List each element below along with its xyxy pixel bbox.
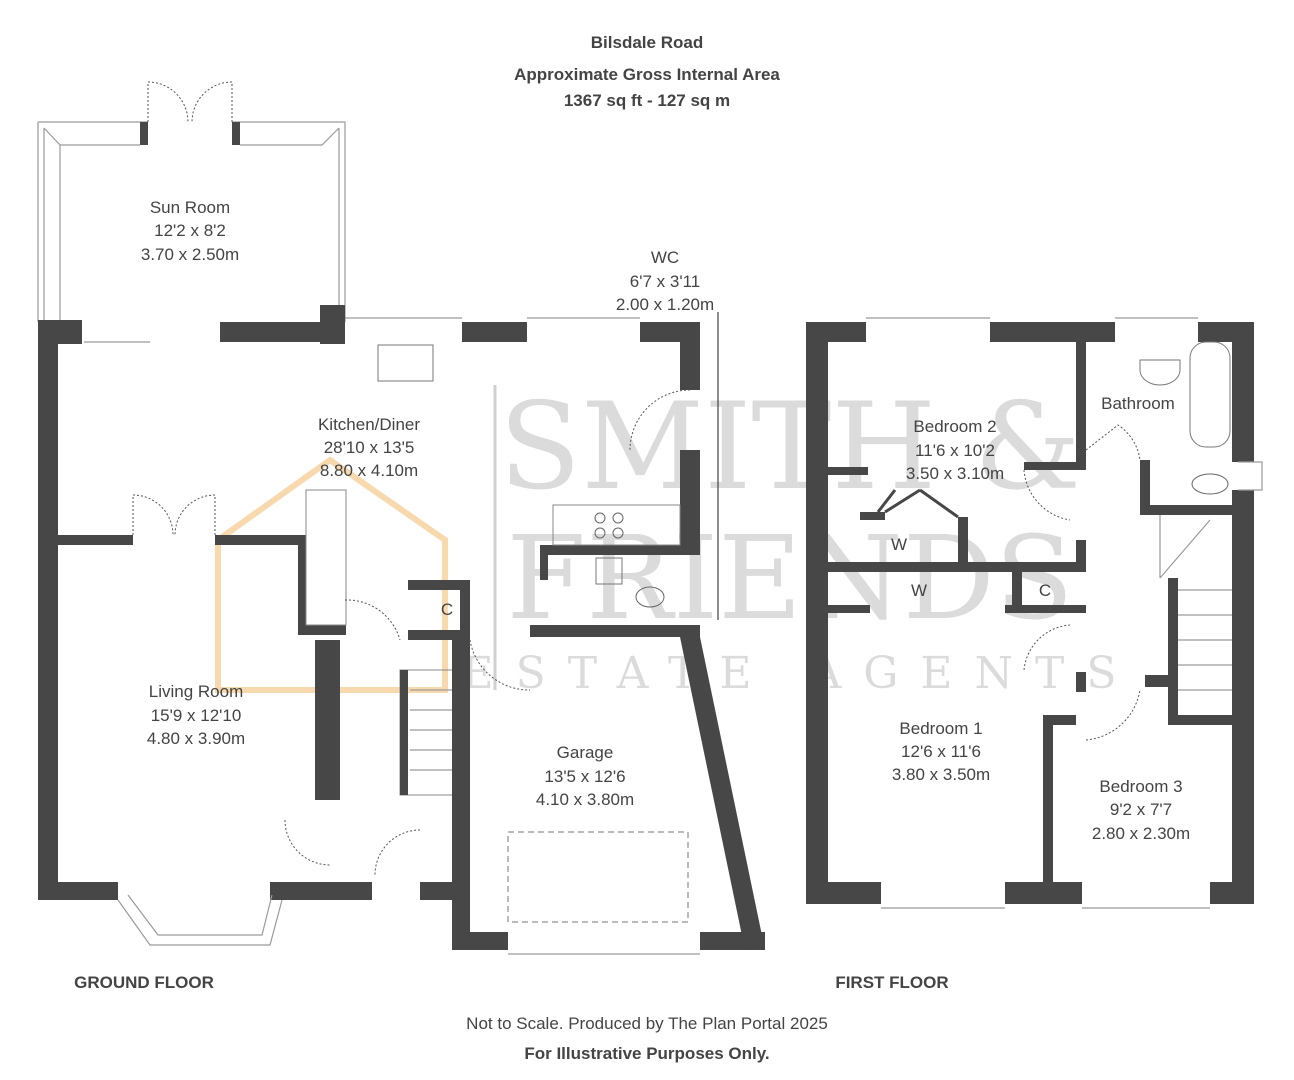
room-imperial: 6'7 x 3'11	[630, 272, 700, 291]
room-kitchen-diner: Kitchen/Diner 28'10 x 13'5 8.80 x 4.10m	[318, 415, 420, 480]
room-imperial: 12'2 x 8'2	[154, 221, 226, 240]
room-metric: 4.80 x 3.90m	[147, 729, 245, 748]
watermark-line2: FRIENDS	[506, 512, 1073, 646]
room-imperial: 11'6 x 10'2	[915, 441, 995, 460]
ground-floor-plan	[37, 81, 765, 950]
first-floor-plan	[84, 317, 1263, 955]
room-name: Bedroom 1	[899, 719, 982, 738]
room-imperial: 13'5 x 12'6	[544, 767, 625, 786]
room-metric: 2.80 x 2.30m	[1092, 824, 1190, 843]
room-name: Bedroom 3	[1099, 777, 1182, 796]
room-garage: Garage 13'5 x 12'6 4.10 x 3.80m	[536, 743, 634, 809]
ground-cupboard-label: C	[441, 600, 453, 619]
wardrobe-label: W	[891, 535, 907, 554]
footer-disclaimer: Not to Scale. Produced by The Plan Porta…	[466, 1014, 828, 1033]
first-cupboard-label: C	[1039, 581, 1051, 600]
room-name: Sun Room	[150, 198, 230, 217]
room-metric: 2.00 x 1.20m	[616, 295, 714, 314]
ground-floor-label: GROUND FLOOR	[74, 973, 214, 992]
room-name: Garage	[557, 743, 614, 762]
room-metric: 8.80 x 4.10m	[320, 461, 418, 480]
room-metric: 3.70 x 2.50m	[141, 245, 239, 264]
first-floor-label: FIRST FLOOR	[835, 973, 948, 992]
room-metric: 3.80 x 3.50m	[892, 765, 990, 784]
room-name: Living Room	[149, 682, 244, 701]
room-wc: WC 6'7 x 3'11 2.00 x 1.20m	[616, 248, 714, 314]
page-title: Bilsdale Road	[591, 33, 703, 52]
room-name: Bedroom 2	[913, 417, 996, 436]
room-imperial: 9'2 x 7'7	[1110, 800, 1172, 819]
watermark-line1: SMITH &	[499, 378, 1081, 517]
room-name: Kitchen/Diner	[318, 415, 420, 434]
room-bathroom: Bathroom	[1101, 394, 1175, 413]
room-metric: 4.10 x 3.80m	[536, 790, 634, 809]
room-name: WC	[651, 248, 679, 267]
watermark-logo: SMITH & FRIENDS ESTATE AGENTS	[215, 378, 1138, 699]
footer-note: For Illustrative Purposes Only.	[524, 1044, 769, 1063]
watermark-line3: ESTATE AGENTS	[461, 648, 1138, 699]
area-subtitle: Approximate Gross Internal Area	[514, 65, 780, 84]
wardrobe-label: W	[911, 581, 927, 600]
room-living-room: Living Room 15'9 x 12'10 4.80 x 3.90m	[147, 682, 245, 748]
room-imperial: 28'10 x 13'5	[324, 438, 415, 457]
room-bedroom-1: Bedroom 1 12'6 x 11'6 3.80 x 3.50m	[892, 719, 990, 784]
area-value: 1367 sq ft - 127 sq m	[564, 91, 730, 110]
room-metric: 3.50 x 3.10m	[906, 464, 1004, 483]
room-bedroom-2: Bedroom 2 11'6 x 10'2 3.50 x 3.10m	[906, 417, 1004, 483]
room-bedroom-3: Bedroom 3 9'2 x 7'7 2.80 x 2.30m	[1092, 777, 1190, 843]
room-imperial: 15'9 x 12'10	[151, 706, 242, 725]
room-sun-room: Sun Room 12'2 x 8'2 3.70 x 2.50m	[141, 198, 239, 264]
room-imperial: 12'6 x 11'6	[901, 742, 981, 761]
